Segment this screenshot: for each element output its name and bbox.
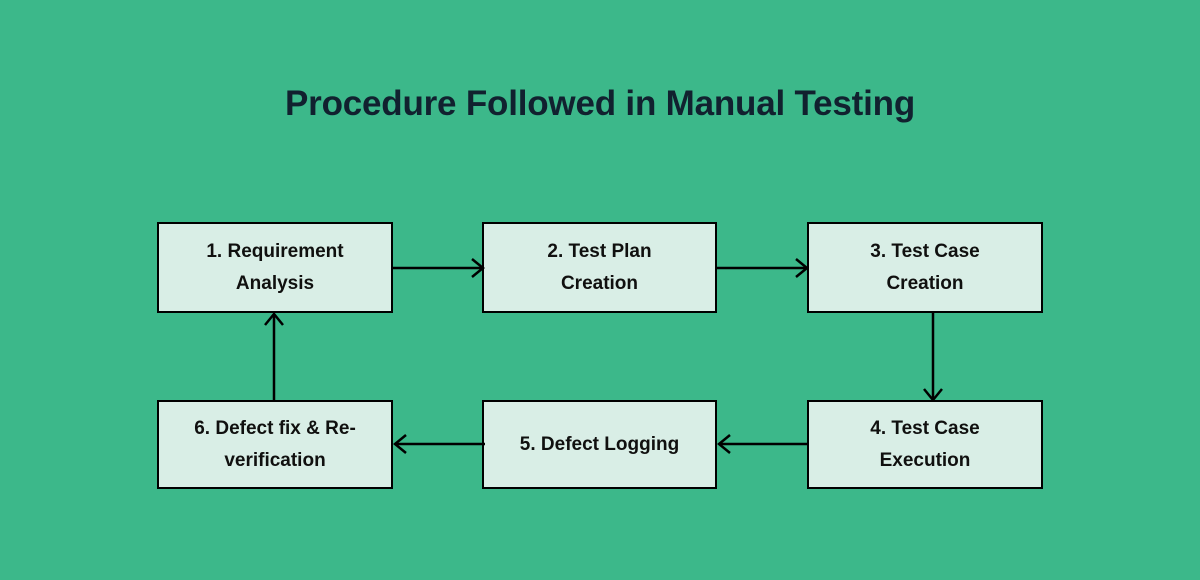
page-title: Procedure Followed in Manual Testing [285,84,915,123]
flow-node-3-line1: 3. Test Case [870,241,980,263]
flow-node-4-line2: Execution [879,449,971,471]
flow-node-defect-fix-reverification[interactable]: 6. Defect fix & Re- verification [157,400,393,489]
flow-node-5-line1: 5. Defect Logging [519,433,680,455]
flow-node-1-line1: 1. Requirement [206,241,344,263]
flow-node-2-line2: Creation [560,272,639,294]
arrow-defect-logging-to-defect-fix-reverification [393,424,485,464]
arrow-defect-fix-reverification-to-requirement-analysis [254,311,294,402]
flow-node-requirement-analysis[interactable]: 1. Requirement Analysis [157,222,393,313]
flow-node-2-line1: 2. Test Plan [547,241,652,263]
flow-node-6-line2: verification [224,449,326,471]
flow-node-test-plan-creation[interactable]: 2. Test Plan Creation [482,222,717,313]
flow-node-defect-logging[interactable]: 5. Defect Logging [482,400,717,489]
flow-node-4-line1: 4. Test Case [870,418,980,440]
flow-node-1-line2: Analysis [235,272,315,294]
arrow-test-case-execution-to-defect-logging [717,424,809,464]
arrow-test-case-creation-to-test-case-execution [913,313,953,402]
arrow-requirement-analysis-to-test-plan-creation [393,248,485,288]
flow-node-test-case-creation[interactable]: 3. Test Case Creation [807,222,1043,313]
flow-node-6-line1: 6. Defect fix & Re- [194,418,356,440]
arrow-test-plan-creation-to-test-case-creation [717,248,809,288]
flow-node-3-line2: Creation [886,272,964,294]
flow-node-test-case-execution[interactable]: 4. Test Case Execution [807,400,1043,489]
